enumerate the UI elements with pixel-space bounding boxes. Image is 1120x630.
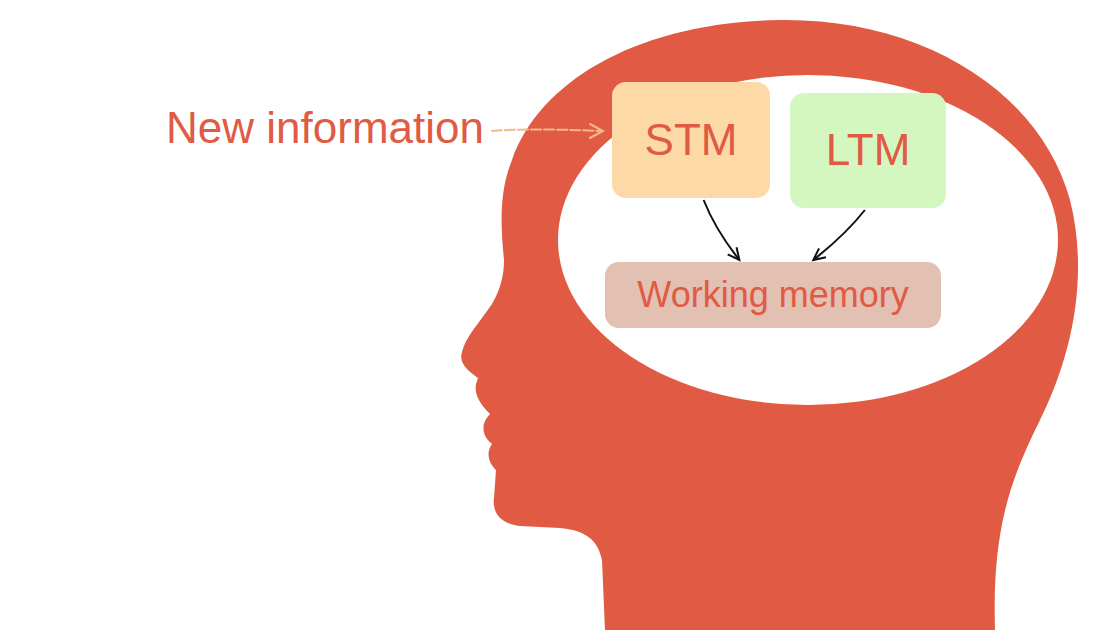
input-label: New information bbox=[166, 104, 484, 152]
memory-arrow bbox=[704, 200, 740, 260]
arrow-head bbox=[728, 247, 740, 260]
ltm-box: LTM bbox=[790, 93, 946, 208]
box-text: Working memory bbox=[637, 275, 908, 315]
box-text: STM bbox=[645, 116, 738, 164]
box-text: LTM bbox=[826, 126, 911, 174]
memory-arrow bbox=[813, 210, 865, 260]
stm-box: STM bbox=[612, 82, 770, 198]
arrow-head bbox=[813, 248, 826, 260]
arrow-line bbox=[704, 200, 740, 260]
head-silhouette bbox=[461, 20, 1078, 630]
mind-area bbox=[558, 75, 1058, 405]
working-memory-box: Working memory bbox=[605, 262, 941, 328]
input-arrow bbox=[492, 124, 603, 138]
arrow-line bbox=[813, 210, 865, 260]
